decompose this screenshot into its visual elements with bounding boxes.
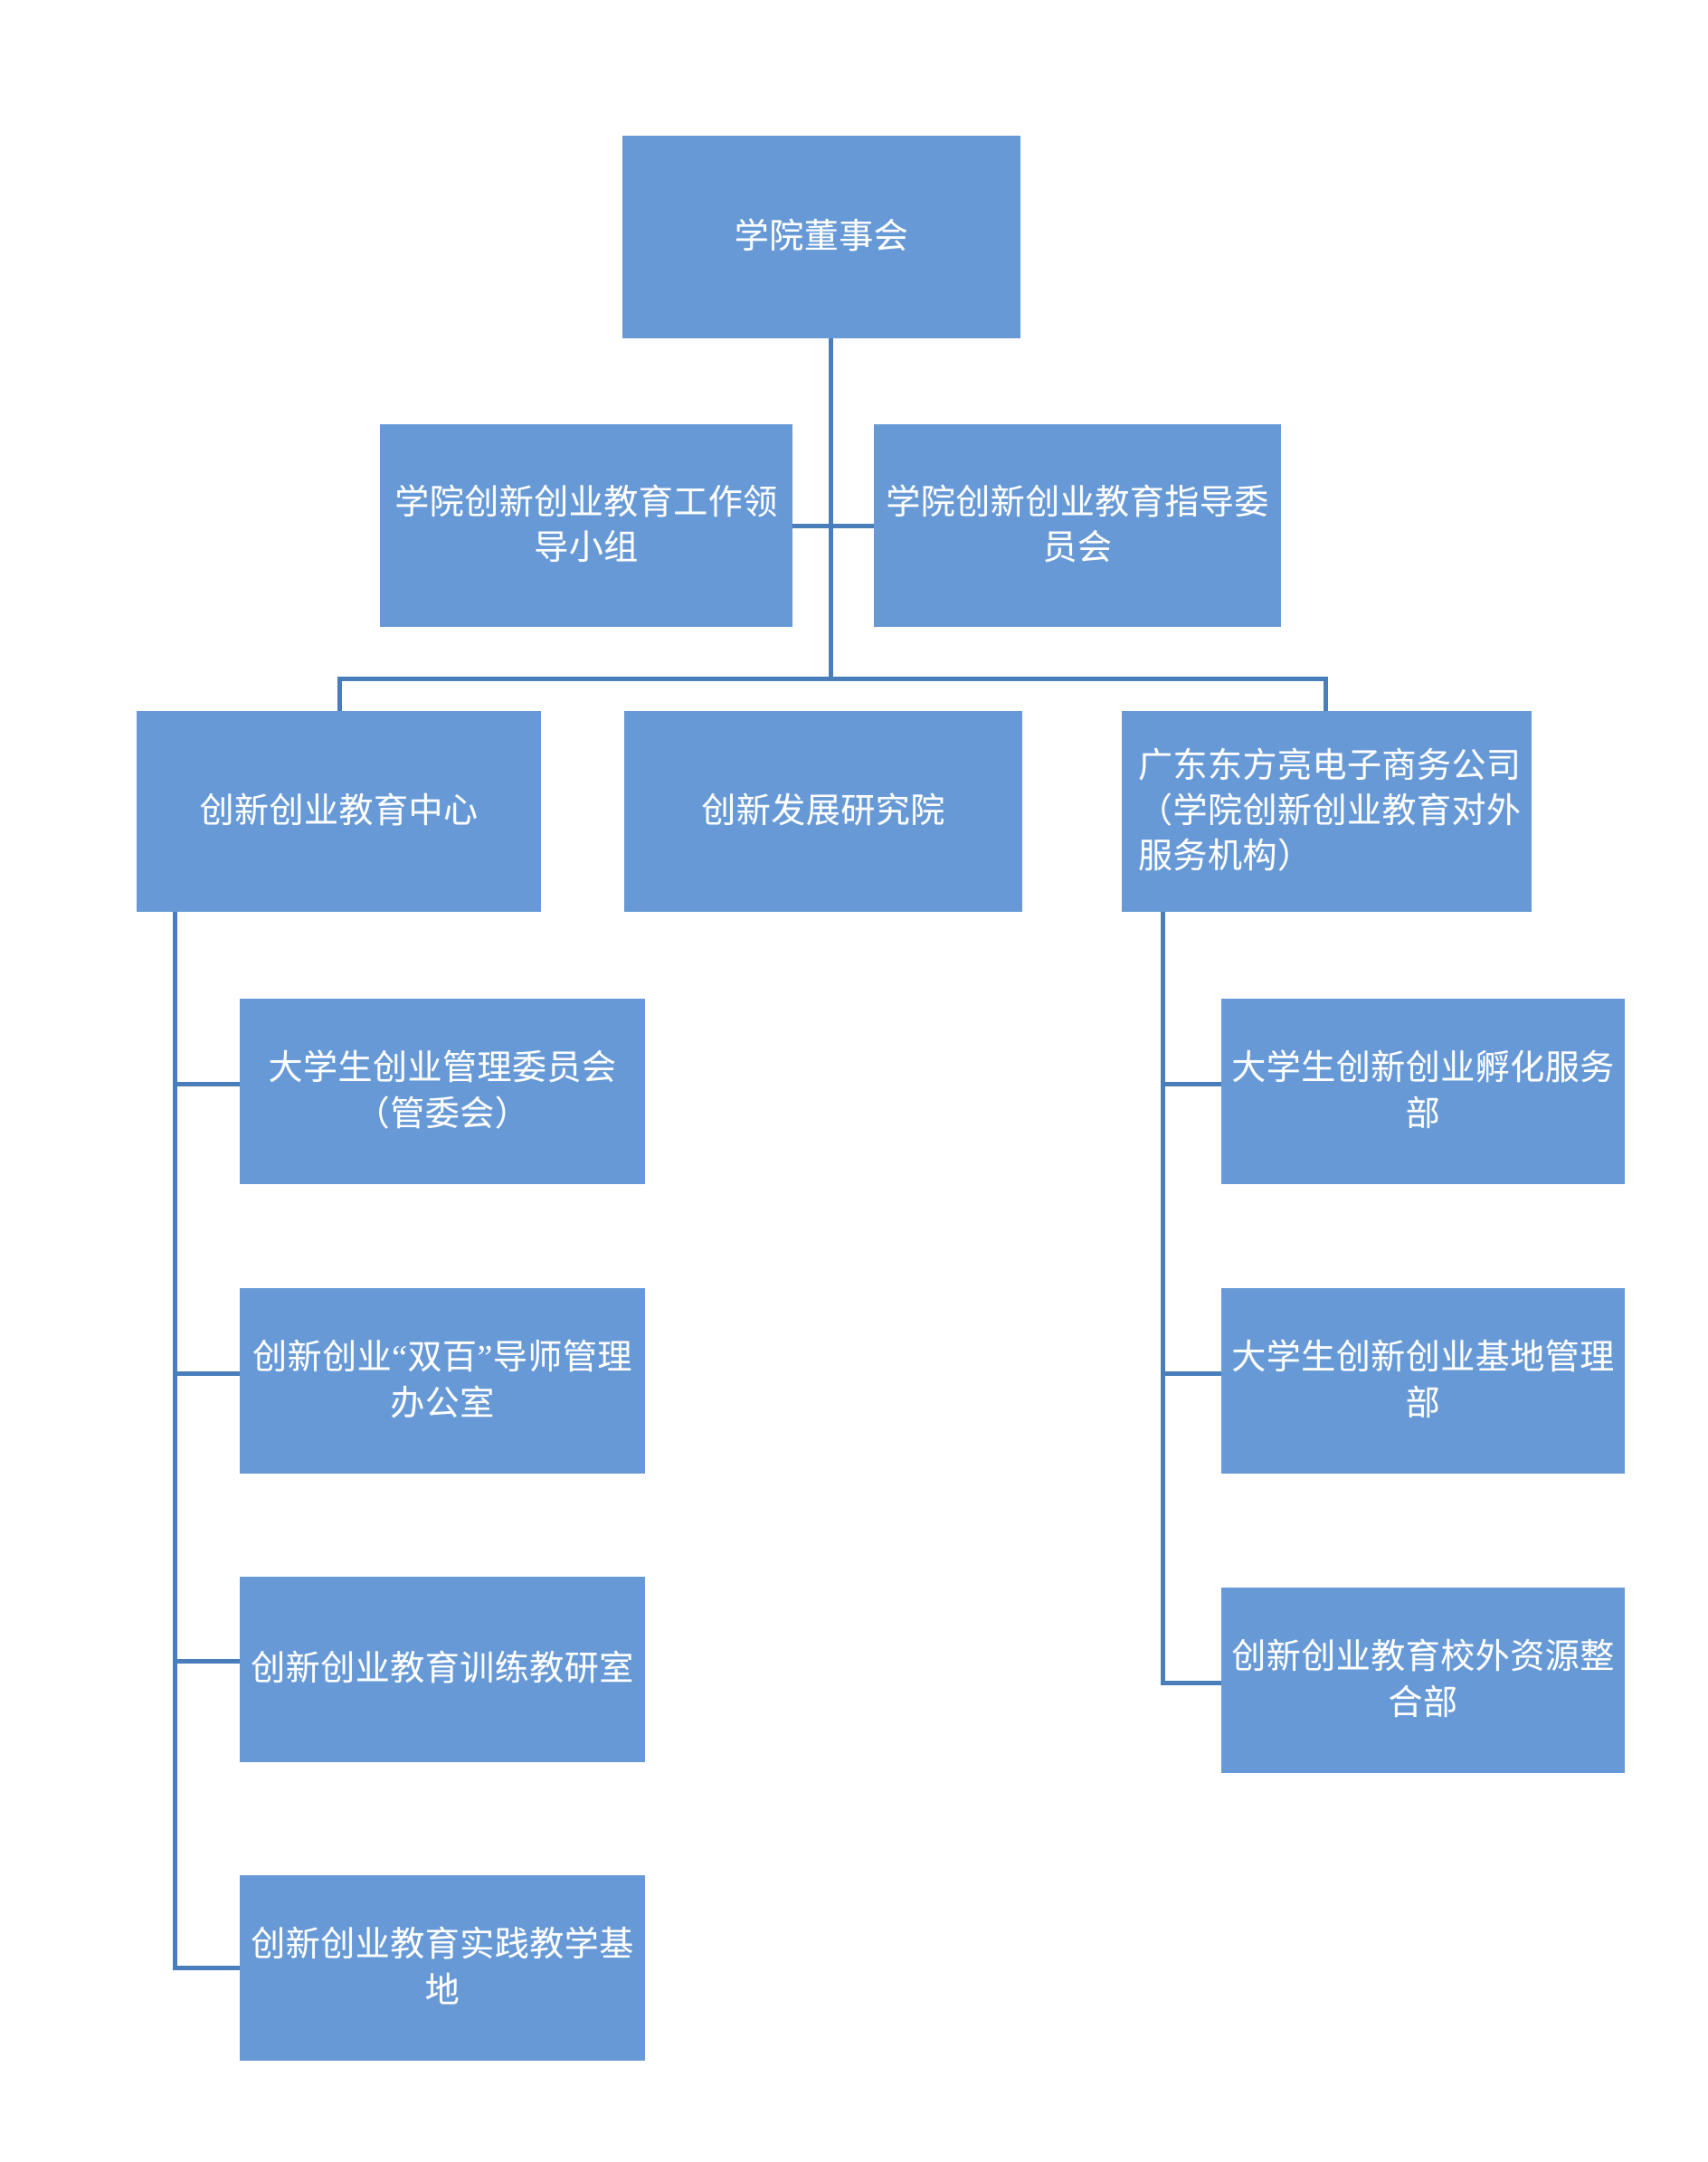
connector-company-stub-1 <box>1161 1082 1226 1086</box>
node-steering-committee-label: 学院创新创业教育指导委员会 <box>886 483 1269 567</box>
node-company-child-3-label: 创新创业教育校外资源整合部 <box>1231 1638 1615 1722</box>
node-center-child-3-label: 创新创业教育训练教研室 <box>251 1650 634 1689</box>
connector-board-trunk <box>829 338 833 678</box>
node-center-child-4-label: 创新创业教育实践教学基地 <box>251 1926 634 2010</box>
node-company-child-2-label: 大学生创新创业基地管理部 <box>1231 1339 1615 1423</box>
connector-company-stub-2 <box>1161 1371 1226 1376</box>
connector-center-trunk <box>173 912 177 1970</box>
connector-center-stub-2 <box>173 1371 242 1376</box>
node-company-child-1-label: 大学生创新创业孵化服务部 <box>1231 1049 1615 1133</box>
node-center-child-4[interactable]: 创新创业教育实践教学基地 <box>240 1875 645 2061</box>
node-center-child-3[interactable]: 创新创业教育训练教研室 <box>240 1577 645 1762</box>
node-board-label: 学院董事会 <box>734 217 909 256</box>
connector-company-trunk <box>1161 912 1165 1685</box>
node-ecommerce-company[interactable]: 广东东方亮电子商务公司（学院创新创业教育对外服务机构） <box>1122 711 1532 912</box>
node-center-child-1-label: 大学生创业管理委员会（管委会） <box>268 1049 617 1133</box>
connector-level3-drop-left <box>337 677 342 724</box>
connector-level3-drop-right <box>1324 677 1328 724</box>
node-steering-committee[interactable]: 学院创新创业教育指导委员会 <box>874 424 1281 627</box>
node-leading-group-label: 学院创新创业教育工作领导小组 <box>394 483 778 567</box>
connector-center-stub-3 <box>173 1659 242 1664</box>
connector-level2-cross <box>792 524 874 528</box>
connector-center-stub-1 <box>173 1082 242 1086</box>
node-innovation-institute[interactable]: 创新发展研究院 <box>624 711 1022 912</box>
node-education-center-label: 创新创业教育中心 <box>199 792 479 830</box>
node-company-child-3[interactable]: 创新创业教育校外资源整合部 <box>1221 1588 1625 1773</box>
connector-level3-bus <box>337 677 1328 681</box>
node-innovation-institute-label: 创新发展研究院 <box>701 792 945 830</box>
node-center-child-2[interactable]: 创新创业“双百”导师管理办公室 <box>240 1288 645 1474</box>
node-center-child-2-label: 创新创业“双百”导师管理办公室 <box>252 1339 632 1423</box>
node-education-center[interactable]: 创新创业教育中心 <box>137 711 541 912</box>
node-leading-group[interactable]: 学院创新创业教育工作领导小组 <box>380 424 792 627</box>
node-board[interactable]: 学院董事会 <box>622 136 1020 338</box>
node-center-child-1[interactable]: 大学生创业管理委员会（管委会） <box>240 999 645 1184</box>
node-company-child-2[interactable]: 大学生创新创业基地管理部 <box>1221 1288 1625 1474</box>
connector-center-stub-4 <box>173 1966 242 1970</box>
node-ecommerce-company-label: 广东东方亮电子商务公司（学院创新创业教育对外服务机构） <box>1138 746 1522 877</box>
connector-company-stub-3 <box>1161 1681 1226 1685</box>
node-company-child-1[interactable]: 大学生创新创业孵化服务部 <box>1221 999 1625 1184</box>
